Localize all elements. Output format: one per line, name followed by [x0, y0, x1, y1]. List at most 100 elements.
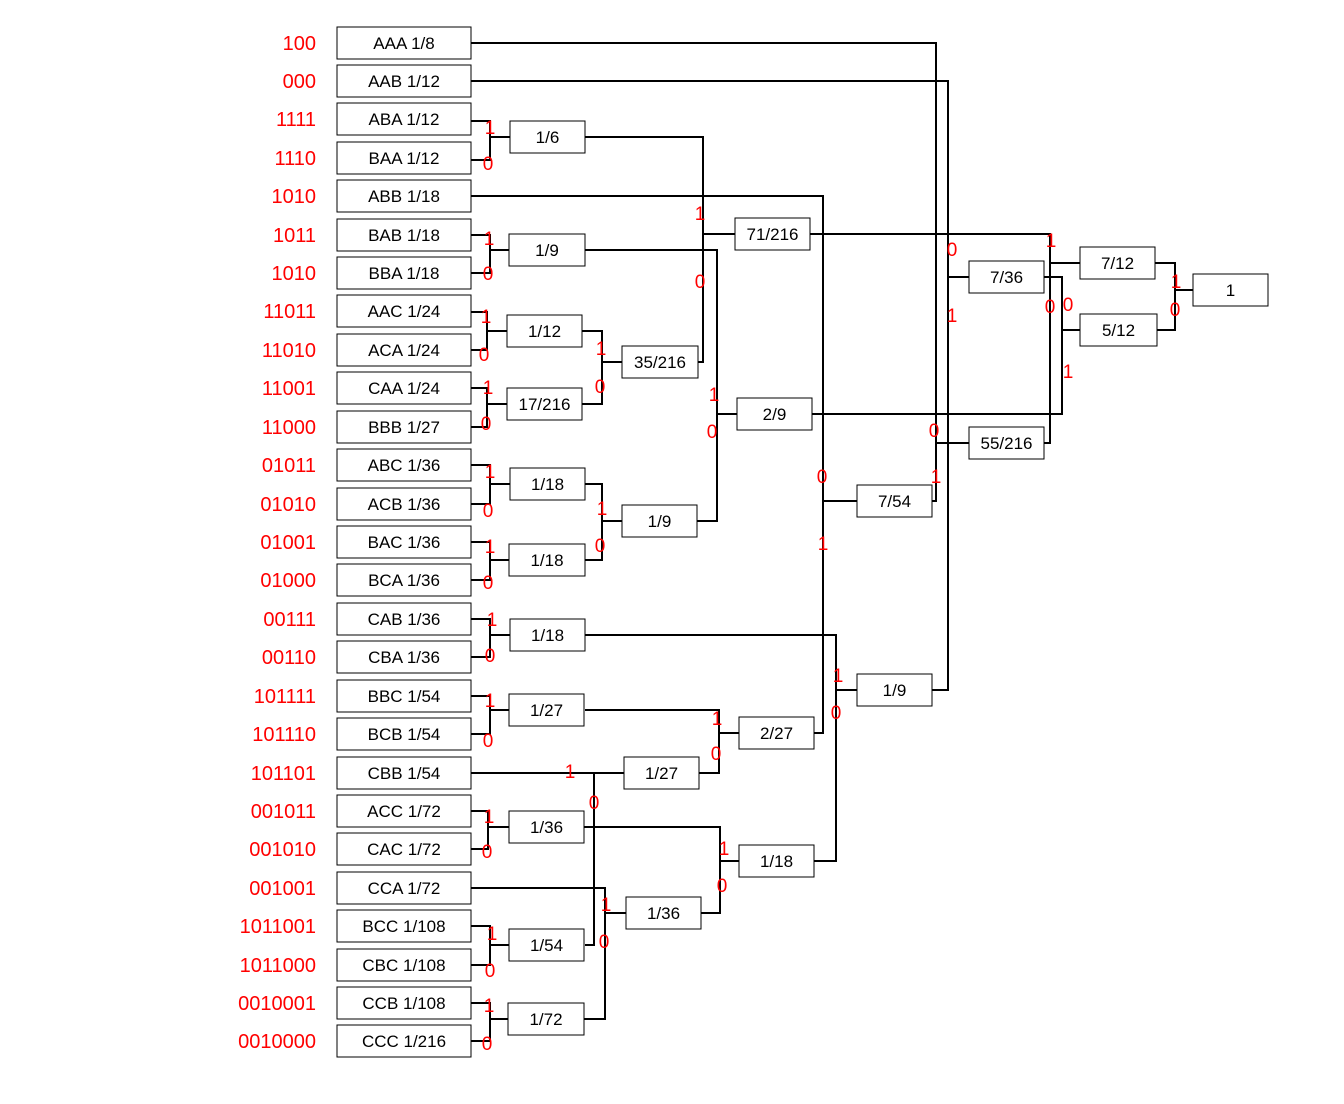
- codeword-8: 11010: [262, 340, 316, 362]
- node-box: [508, 810, 585, 844]
- codeword-21: 001010: [249, 839, 316, 861]
- branch-bit-47: 0: [1045, 297, 1056, 318]
- codeword-24: 1011000: [240, 955, 316, 977]
- node-box: [625, 896, 702, 930]
- node-label: 1/36: [647, 904, 680, 923]
- tree-wire-22: [582, 330, 603, 405]
- node-label: 71/216: [747, 225, 799, 244]
- node-n-7-36: 7/36: [968, 260, 1045, 294]
- symbol-label: CCC 1/216: [362, 1032, 446, 1051]
- node-label: 7/12: [1101, 254, 1134, 273]
- node-n-acc-cac: 1/36: [508, 810, 585, 844]
- tree-wire-12: [471, 618, 491, 658]
- node-n-bcc-cbc: 1/54: [508, 928, 585, 962]
- branch-bit-14: 1: [485, 691, 496, 712]
- symbol-box: [336, 563, 472, 597]
- symbol-label: CBA 1/36: [368, 648, 440, 667]
- node-box: [734, 217, 811, 251]
- symbol-label: BCB 1/54: [368, 725, 441, 744]
- node-box: [738, 844, 815, 878]
- codeword-3: 1110: [274, 148, 316, 170]
- branch-bit-10: 1: [485, 537, 496, 558]
- node-box: [509, 120, 586, 154]
- symbol-leaf-26: CCC 1/216: [336, 1024, 472, 1058]
- branch-bit-4: 1: [481, 307, 492, 328]
- node-box: [1079, 313, 1158, 347]
- symbol-leaf-5: BAB 1/18: [336, 218, 472, 252]
- node-n-bab-bba: 1/9: [508, 233, 586, 267]
- node-box: [623, 756, 700, 790]
- branch-bit-48: 0: [1063, 295, 1074, 316]
- node-box: [508, 233, 586, 267]
- symbol-box: [336, 487, 472, 521]
- node-box: [506, 314, 583, 348]
- symbol-leaf-17: BBC 1/54: [336, 679, 472, 713]
- symbol-leaf-20: ACC 1/72: [336, 794, 472, 828]
- branch-bit-12: 1: [487, 610, 498, 631]
- tree-wire-6: [471, 387, 488, 428]
- codeword-22: 001001: [249, 878, 316, 900]
- symbol-box: [336, 218, 472, 252]
- branch-bit-41: 0: [831, 703, 842, 724]
- tree-wire-0: [471, 120, 491, 161]
- node-box: [509, 467, 586, 501]
- symbol-box: [336, 333, 472, 367]
- branch-bit-1: 0: [483, 154, 494, 175]
- node-label: 35/216: [634, 353, 686, 372]
- codeword-10: 11000: [262, 417, 316, 439]
- symbol-leaf-23: BCC 1/108: [336, 909, 472, 943]
- node-label: 1/27: [645, 764, 678, 783]
- branch-bit-46: 1: [1046, 231, 1057, 252]
- codeword-2: 1111: [276, 109, 316, 131]
- symbol-box: [336, 179, 472, 213]
- codeword-12: 01010: [260, 494, 316, 516]
- node-label: 2/27: [760, 724, 793, 743]
- symbol-label: AAA 1/8: [373, 34, 434, 53]
- branch-bit-35: 0: [711, 744, 722, 765]
- symbol-leaf-15: CAB 1/36: [336, 602, 472, 636]
- codeword-26: 0010000: [238, 1031, 316, 1053]
- symbol-leaf-10: BBB 1/27: [336, 410, 472, 444]
- symbol-box: [336, 756, 472, 790]
- symbol-box: [336, 794, 472, 828]
- branch-bit-20: 1: [484, 996, 495, 1017]
- node-label: 1/6: [536, 128, 560, 147]
- node-box: [736, 397, 813, 431]
- codeword-16: 00110: [262, 647, 316, 669]
- node-label: 55/216: [981, 434, 1033, 453]
- branch-bit-51: 0: [1170, 300, 1181, 321]
- symbol-label: ACB 1/36: [368, 495, 441, 514]
- symbol-box: [336, 141, 472, 175]
- branch-bit-9: 0: [483, 501, 494, 522]
- branch-bit-13: 0: [485, 646, 496, 667]
- symbol-box: [336, 64, 472, 98]
- node-n-2-9: 2/9: [736, 397, 813, 431]
- node-label: 2/9: [763, 405, 787, 424]
- branch-bit-6: 1: [483, 378, 494, 399]
- node-n-1-36-lvl2: 1/36: [625, 896, 702, 930]
- node-label: 1/9: [535, 241, 559, 260]
- symbol-leaf-24: CBC 1/108: [336, 948, 472, 982]
- symbol-label: CAC 1/72: [367, 840, 441, 859]
- node-box: [856, 484, 933, 518]
- node-box: [968, 260, 1045, 294]
- tree-wires: [471, 42, 1193, 1042]
- branch-bit-29: 0: [599, 932, 610, 953]
- branch-bit-39: 1: [818, 534, 829, 555]
- branch-bit-5: 0: [479, 345, 490, 366]
- tree-wire-16: [471, 810, 489, 850]
- codeword-18: 101110: [252, 724, 316, 746]
- codeword-23: 1011001: [240, 916, 316, 938]
- symbol-label: ACC 1/72: [367, 802, 441, 821]
- symbol-box: [336, 871, 472, 905]
- branch-bit-7: 0: [481, 414, 492, 435]
- codeword-14: 01000: [260, 570, 316, 592]
- branch-bit-23: 0: [595, 377, 606, 398]
- symbol-leaf-19: CBB 1/54: [336, 756, 472, 790]
- node-root: 1: [1192, 273, 1269, 307]
- symbol-leaf-7: AAC 1/24: [336, 294, 472, 328]
- branch-bit-50: 1: [1171, 272, 1182, 293]
- node-box: [1079, 246, 1156, 280]
- node-box: [1192, 273, 1269, 307]
